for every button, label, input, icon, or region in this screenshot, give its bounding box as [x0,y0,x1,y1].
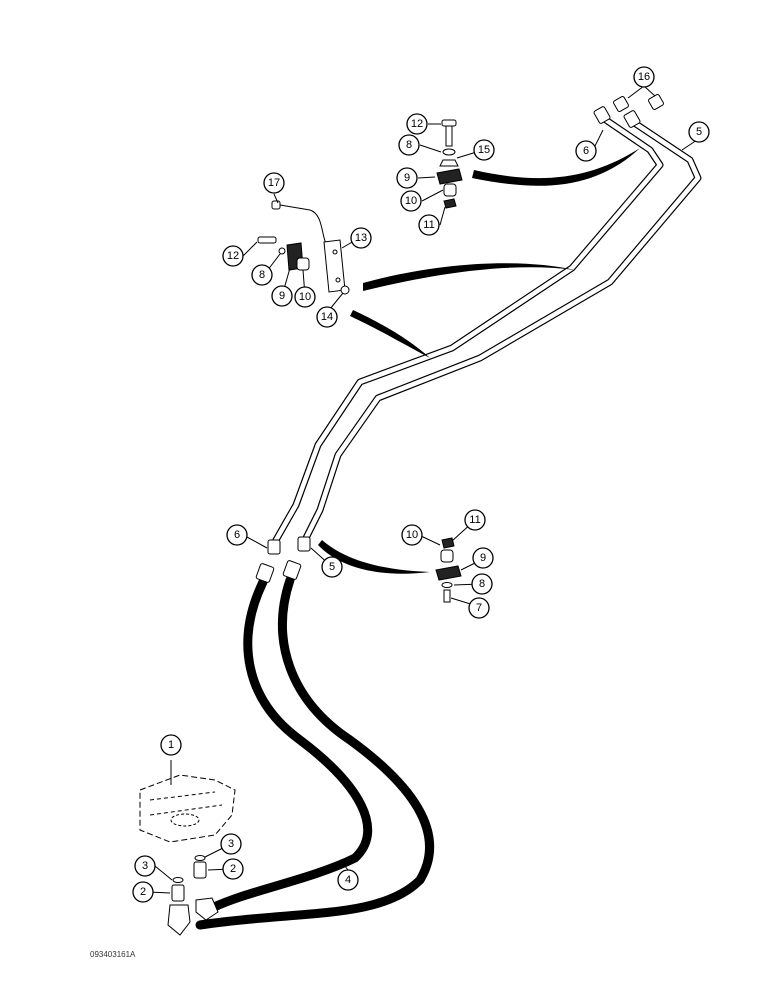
callout-8-upper: 8 [398,134,420,156]
steel-tube-pair [272,114,702,544]
svg-text:5: 5 [329,561,335,573]
svg-text:2: 2 [230,863,236,875]
flexible-hose-pair [195,575,435,930]
callout-10-left: 10 [294,286,316,308]
svg-text:17: 17 [268,177,280,189]
callout-12-upper: 12 [406,113,428,135]
svg-text:5: 5 [696,126,702,138]
valve-fittings [167,855,219,936]
callout-16: 16 [633,66,655,88]
callout-9-lower: 9 [472,547,494,569]
callout-9-upper: 9 [396,167,418,189]
svg-text:12: 12 [227,250,239,262]
clamp-group-left [257,200,350,295]
callout-1: 1 [160,734,182,756]
svg-text:8: 8 [479,578,485,590]
svg-text:9: 9 [404,172,410,184]
leader-lines [147,85,698,894]
indicator-swooshes [318,148,640,574]
svg-text:3: 3 [228,838,234,850]
svg-text:16: 16 [638,71,650,83]
svg-text:8: 8 [259,269,265,281]
clamp-group-upper [436,119,463,209]
callout-6-lower: 6 [226,524,248,546]
callout-4: 4 [337,869,359,891]
svg-text:6: 6 [234,529,240,541]
svg-text:12: 12 [411,118,423,130]
svg-text:2: 2 [140,886,146,898]
callout-12-left: 12 [222,245,244,267]
callout-2-right: 2 [222,858,244,880]
hose-end-fittings [255,536,311,583]
callout-11-upper: 11 [418,214,440,236]
callout-2-left: 2 [132,881,154,903]
callout-3-left: 3 [134,855,156,877]
callout-10-lower: 10 [401,524,423,546]
clamp-group-lower [435,537,462,603]
callout-5-upper: 5 [688,121,710,143]
control-valve [139,774,236,843]
svg-text:1: 1 [168,739,174,751]
svg-text:9: 9 [279,290,285,302]
callout-8-left: 8 [251,264,273,286]
callout-10-upper: 10 [400,190,422,212]
svg-text:7: 7 [476,602,482,614]
callout-17: 17 [263,172,285,194]
figure-code: 093403161A [90,950,136,959]
callout-15: 15 [473,139,495,161]
callout-3-right: 3 [220,833,242,855]
callout-5-lower: 5 [321,556,343,578]
callout-11-lower: 11 [464,509,486,531]
svg-text:11: 11 [469,514,480,526]
svg-text:3: 3 [142,860,148,872]
svg-text:4: 4 [345,874,351,886]
svg-text:10: 10 [405,195,417,207]
svg-text:11: 11 [423,219,434,231]
callout-13: 13 [350,227,372,249]
svg-text:9: 9 [480,552,486,564]
svg-text:8: 8 [406,139,412,151]
svg-text:6: 6 [583,145,589,157]
callout-9-left: 9 [271,285,293,307]
svg-text:10: 10 [299,291,311,303]
svg-text:14: 14 [321,311,333,323]
callout-6-upper: 6 [575,140,597,162]
svg-text:10: 10 [406,529,418,541]
callout-14: 14 [316,306,338,328]
svg-text:13: 13 [355,232,367,244]
svg-text:15: 15 [478,144,490,156]
tube-end-fittings [593,94,664,128]
callout-8-lower: 8 [471,573,493,595]
callout-7: 7 [468,597,490,619]
